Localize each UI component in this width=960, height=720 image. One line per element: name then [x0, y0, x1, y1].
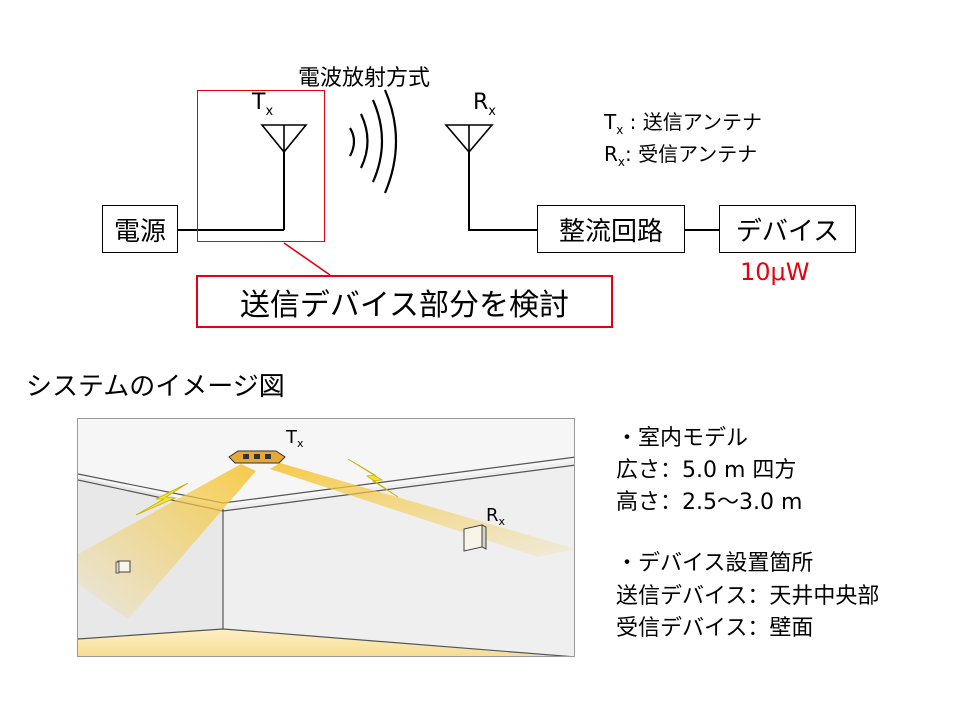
rx-label-sub: x: [488, 104, 496, 119]
right-wall: [223, 461, 574, 656]
radio-wave-icon: [349, 89, 398, 194]
device-power-value: 10μW: [740, 258, 810, 286]
room-rx-label: Rx: [486, 505, 506, 528]
rectifier-device-wire: [685, 229, 719, 231]
study-scope-label: 送信デバイス部分を検討: [196, 275, 613, 328]
beam-right: [270, 463, 574, 557]
image-section-title: システムのイメージ図: [26, 372, 285, 402]
legend-rx: Rx: 受信アンテナ: [604, 138, 758, 169]
ceiling-surface: [78, 419, 574, 507]
rx-wire-horizontal: [468, 229, 538, 231]
lightning-right-icon: [347, 458, 399, 498]
wall-receiver-icon: [463, 524, 487, 552]
legend-rx-sub: x: [617, 155, 626, 169]
tx-wire-vertical: [283, 152, 285, 230]
rx-antenna-label: Rx: [473, 90, 496, 119]
room-tx-label: Tx: [286, 427, 304, 450]
legend-tx: Tx : 送信アンテナ: [604, 106, 762, 137]
room-illustration: Tx Rx: [77, 418, 575, 657]
room-drawing: [78, 419, 574, 656]
room-tx-main: T: [286, 427, 297, 448]
rectifier-box: 整流回路: [537, 205, 685, 253]
tx-highlight-box: [197, 90, 325, 242]
wall-device-icon: [115, 560, 131, 574]
device-box: デバイス: [719, 205, 856, 253]
room-tx-sub: x: [297, 437, 304, 450]
tx-antenna-icon: [260, 124, 308, 154]
legend-rx-text: : 受信アンテナ: [625, 142, 758, 166]
antenna-diagram: [260, 89, 494, 276]
legend-tx-text: : 送信アンテナ: [623, 110, 762, 134]
placement-heading: ・デバイス設置箇所: [616, 551, 814, 576]
rx-location: 受信デバイス：壁面: [616, 616, 814, 641]
tx-antenna-label: Tx: [252, 90, 273, 119]
room-rx-main: R: [486, 505, 499, 526]
legend-tx-main: T: [604, 110, 617, 134]
legend-tx-sub: x: [616, 123, 624, 137]
model-heading: ・室内モデル: [616, 426, 749, 451]
tx-label-sub: x: [265, 104, 274, 119]
lightning-left-icon: [135, 482, 189, 516]
beam-left: [78, 464, 256, 619]
ceiling-transmitter-icon: [228, 450, 286, 464]
room-width: 広さ：5.0 m 四方: [616, 458, 797, 483]
power-supply-box: 電源: [102, 205, 178, 253]
method-title: 電波放射方式: [298, 66, 431, 91]
rx-label-main: R: [473, 90, 489, 115]
tx-location: 送信デバイス：天井中央部: [616, 584, 880, 609]
tx-label-main: T: [252, 90, 266, 115]
rx-wire-vertical: [468, 152, 470, 230]
rx-antenna-icon: [444, 124, 494, 154]
legend-rx-main: R: [604, 142, 618, 166]
room-rx-sub: x: [498, 515, 506, 528]
callout-connector: [283, 242, 331, 276]
floor-surface: [78, 629, 552, 656]
room-height: 高さ：2.5～3.0 m: [616, 490, 803, 515]
tx-wire-horizontal: [177, 229, 284, 231]
